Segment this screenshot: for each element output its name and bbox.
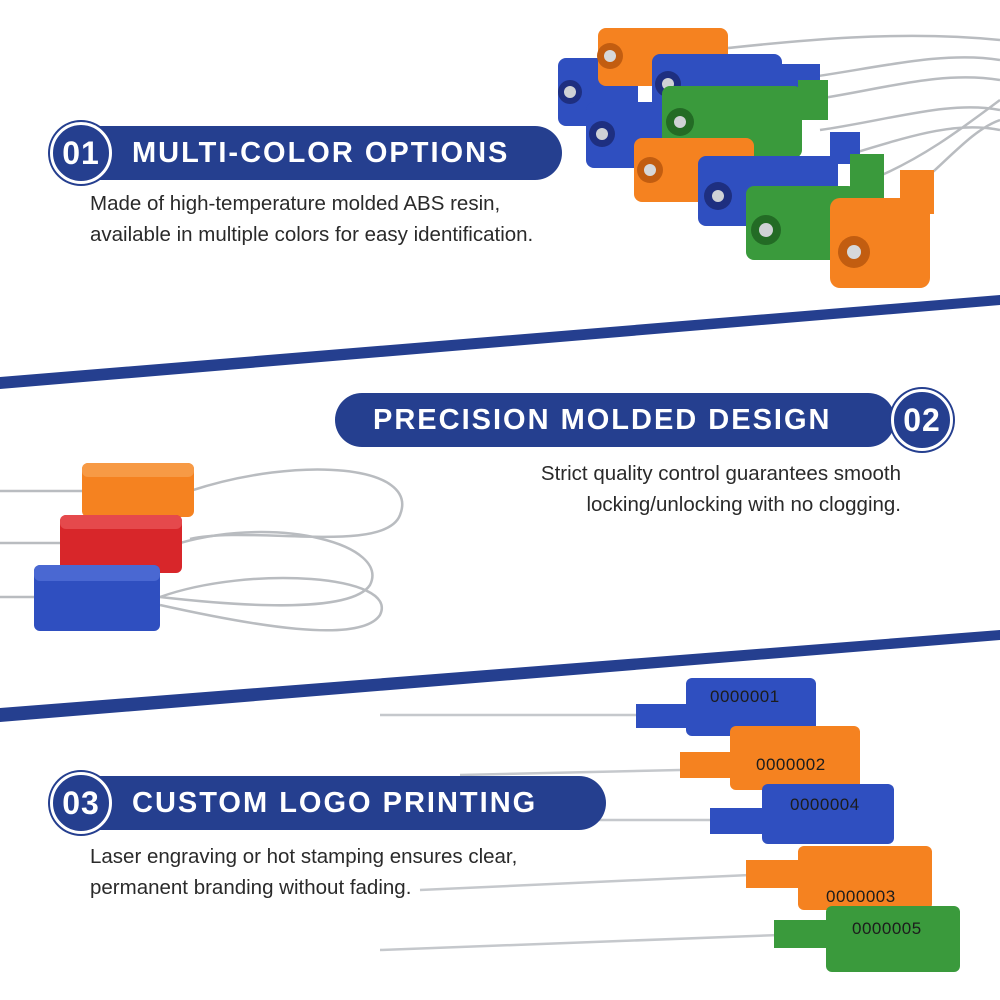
feature-2-description-line: locking/unlocking with no clogging. (586, 493, 901, 516)
feature-1-description: Made of high-temperature molded ABS resi… (90, 188, 533, 250)
seal-number-label: 0000002 (756, 755, 826, 774)
feature-3-description-line: Laser engraving or hot stamping ensures … (90, 845, 518, 868)
feature-1-description-line: Made of high-temperature molded ABS resi… (90, 192, 501, 215)
seal-0000001: 0000001 (636, 678, 816, 736)
feature-2-description-line: Strict quality control guarantees smooth (540, 462, 901, 485)
feature-3-number: 03 (50, 772, 112, 834)
feature-2-heading: PRECISION MOLDED DESIGN 02 (335, 389, 953, 451)
feature-1-number: 01 (50, 122, 112, 184)
seal-number-label: 0000005 (852, 919, 922, 938)
numbered-seals-illustration: 0000001 0000002 0000004 0000003 0000005 (380, 678, 960, 972)
feature-3-title: CUSTOM LOGO PRINTING (132, 786, 538, 819)
seal-0000004: 0000004 (710, 784, 894, 844)
divider-band-bottom (0, 630, 1000, 722)
seal-number-label: 0000003 (826, 887, 896, 906)
feature-2-title: PRECISION MOLDED DESIGN (373, 403, 832, 436)
seal-number-label: 0000001 (710, 687, 780, 706)
seal-0000005: 0000005 (774, 906, 960, 972)
seal-number-label: 0000004 (790, 795, 860, 814)
seal-orange-front (830, 170, 934, 288)
multi-color-seals-illustration (558, 28, 1000, 288)
seal-orange (82, 463, 194, 517)
feature-3-description: Laser engraving or hot stamping ensures … (90, 841, 517, 903)
seal-green-lower (746, 154, 884, 260)
seal-red (60, 515, 182, 573)
seal-blue (34, 565, 160, 631)
divider-band-top (0, 295, 1000, 389)
feature-1-title: MULTI-COLOR OPTIONS (132, 136, 510, 169)
feature-2-number: 02 (891, 389, 953, 451)
feature-3-heading: 03 CUSTOM LOGO PRINTING (50, 772, 606, 834)
feature-2-description: Strict quality control guarantees smooth… (541, 458, 901, 520)
feature-1-heading: 01 MULTI-COLOR OPTIONS (50, 122, 562, 184)
feature-3-description-line: permanent branding without fading. (90, 876, 412, 899)
precision-seals-illustration (0, 463, 404, 632)
feature-1-description-line: available in multiple colors for easy id… (90, 223, 534, 246)
seal-0000003: 0000003 (746, 846, 932, 910)
seal-0000002: 0000002 (680, 726, 860, 790)
